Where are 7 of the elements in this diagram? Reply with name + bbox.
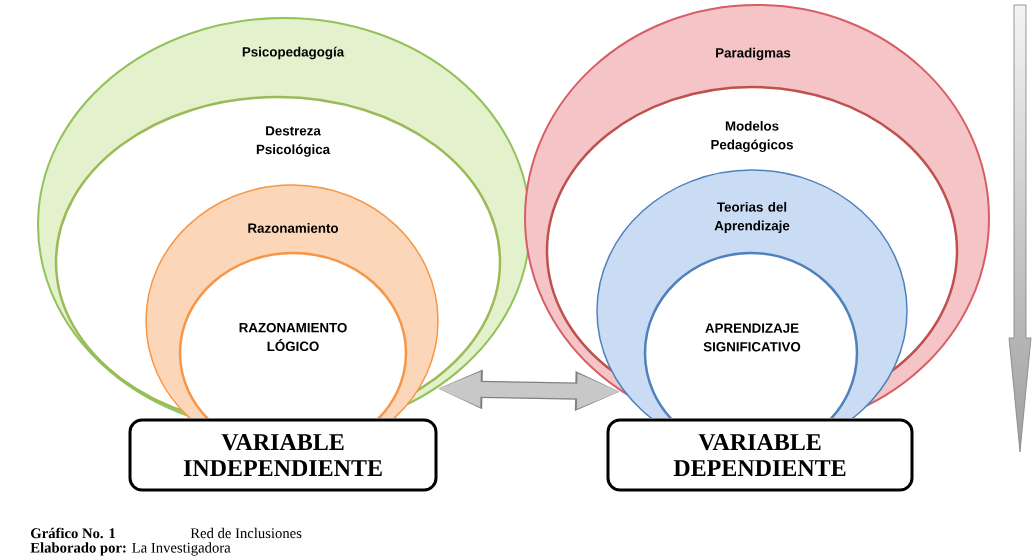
caption-text: Gráfico No. 1 bbox=[31, 527, 116, 539]
caption-text: Red de Inclusiones bbox=[190, 527, 302, 539]
variable-box: VARIABLE DEPENDIENTE bbox=[606, 418, 914, 492]
caption-text: Elaborado por: La Investigadora bbox=[30, 542, 231, 556]
node-label: Destreza Psicológica bbox=[256, 126, 331, 157]
node-label: Modelos Pedagógicos bbox=[711, 120, 793, 153]
variable-box: VARIABLE INDEPENDIENTE bbox=[128, 418, 438, 492]
